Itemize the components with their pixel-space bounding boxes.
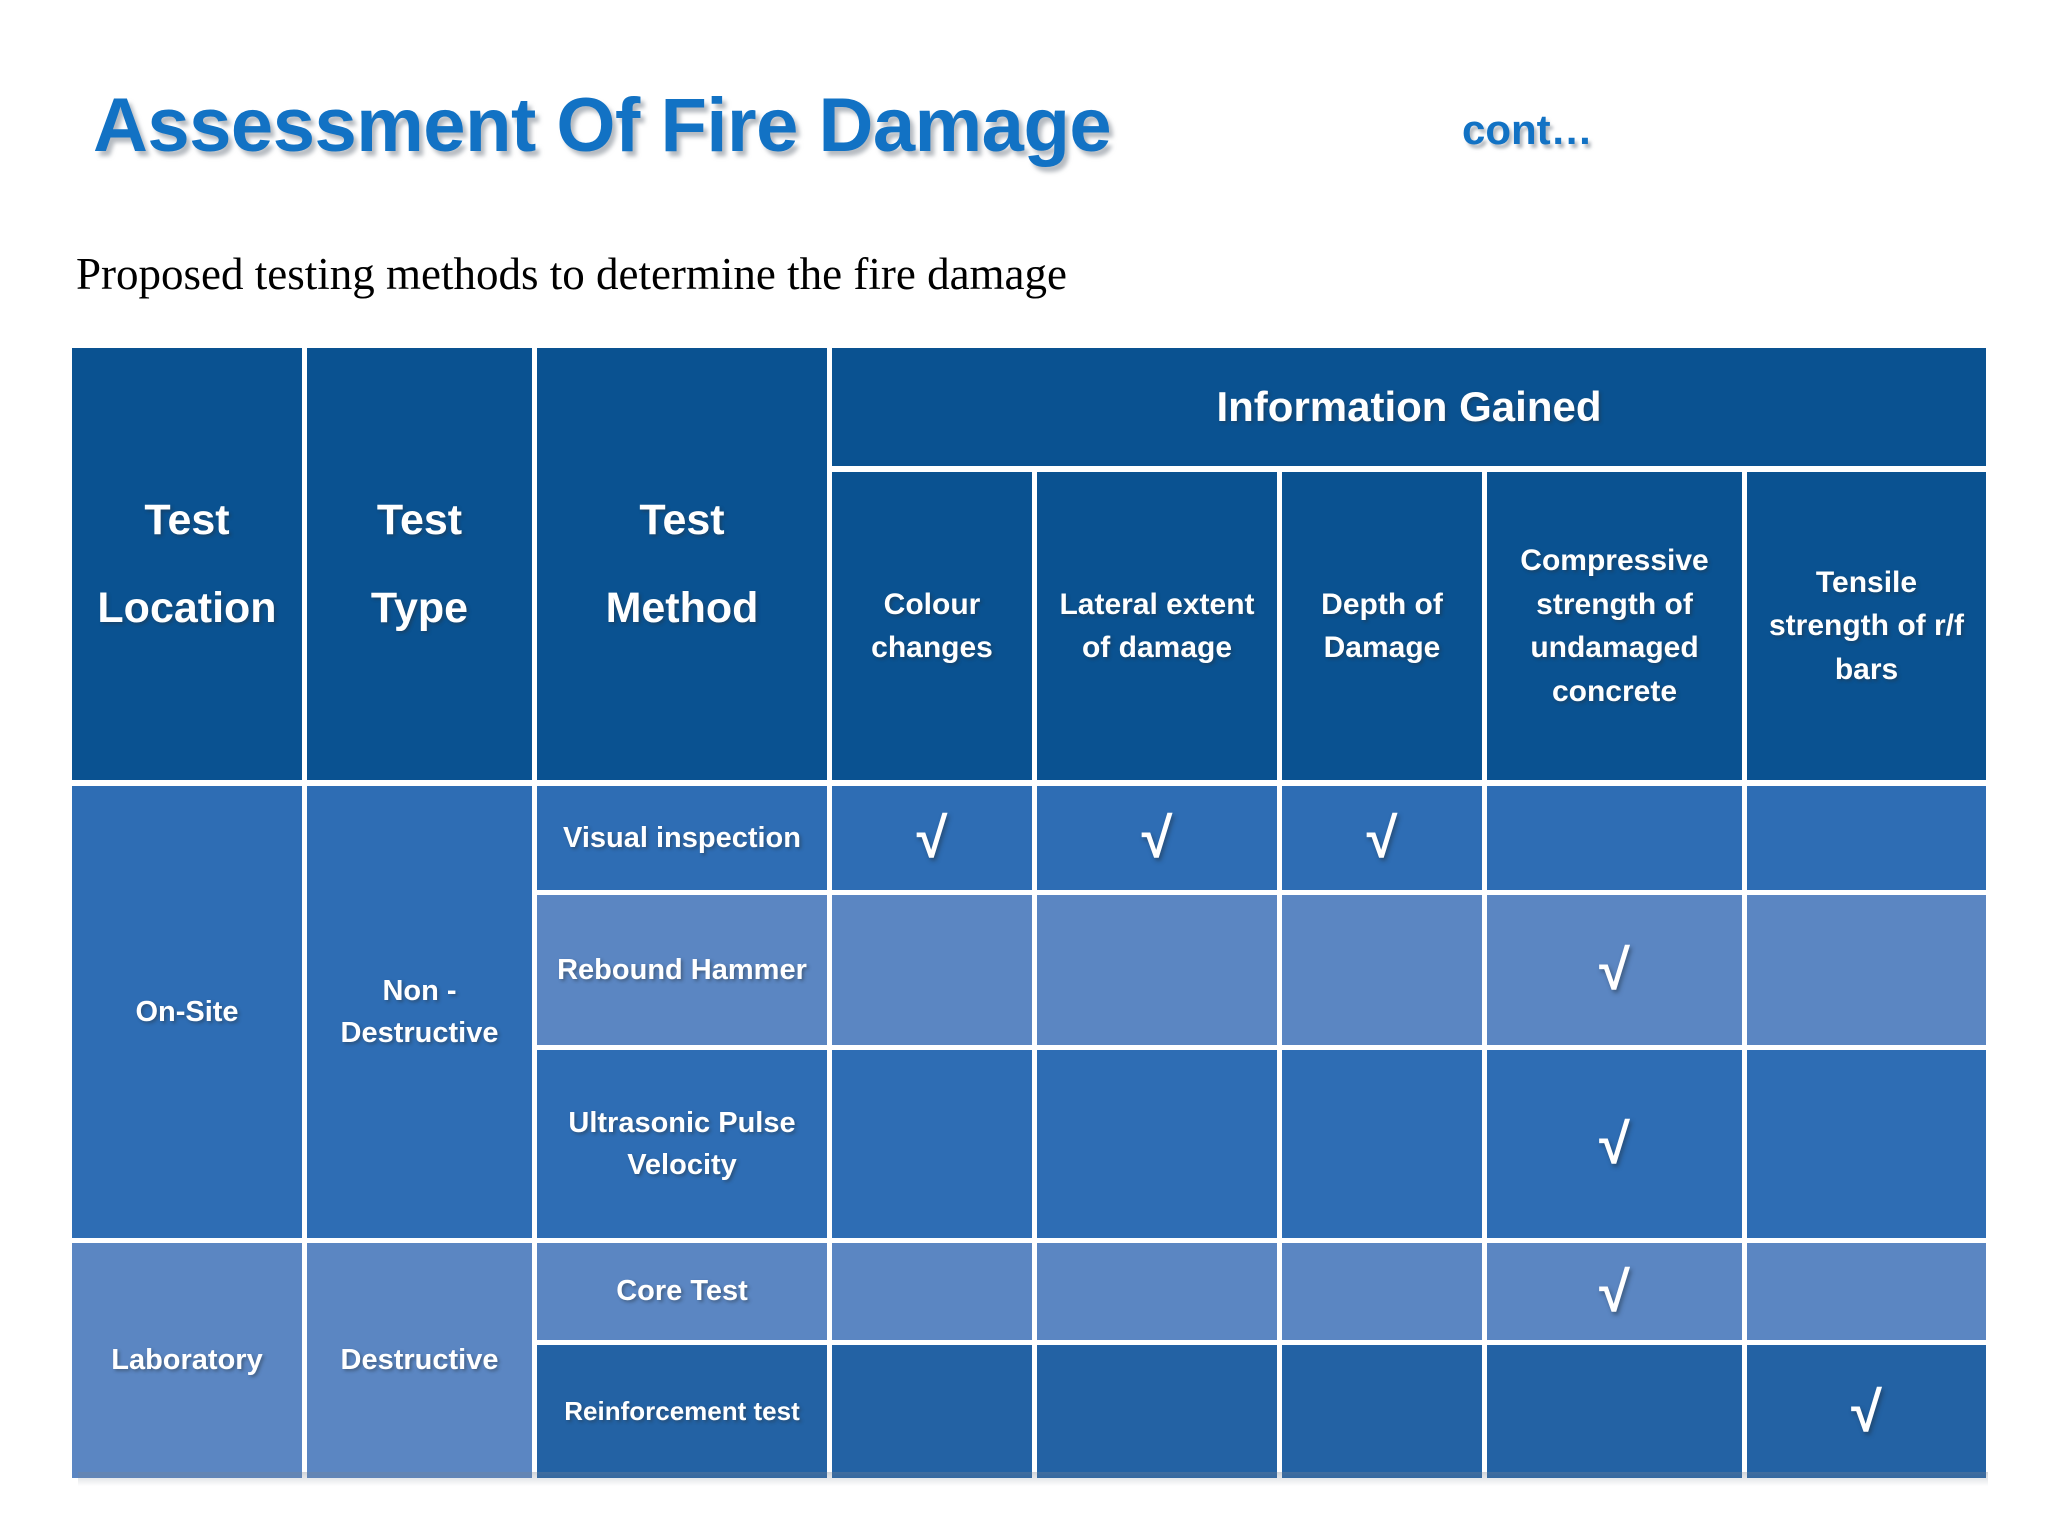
table-cell-r2c4: √ (1487, 895, 1742, 1045)
cell-location-laboratory: Laboratory (72, 1243, 302, 1478)
table-cell-r3c4: √ (1487, 1050, 1742, 1238)
check-icon: √ (1599, 938, 1630, 1001)
table-cell-r4c3 (1282, 1243, 1482, 1340)
header-sub-depth-of-damage: Depth of Damage (1282, 472, 1482, 780)
header-test-method-line1: Test (639, 495, 725, 544)
cell-type-destructive: Destructive (307, 1243, 532, 1478)
table-cell-r3c5 (1747, 1050, 1986, 1238)
table-cell-r3c2 (1037, 1050, 1277, 1238)
table-cell-r2c2 (1037, 895, 1277, 1045)
table-cell-r5c2 (1037, 1345, 1277, 1478)
table-drop-shadow (78, 1472, 1988, 1486)
header-test-method: Test Method (537, 348, 827, 780)
header-test-location-line2: Location (97, 584, 277, 632)
table-cell-r2c5 (1747, 895, 1986, 1045)
table-cell-r2c1 (832, 895, 1032, 1045)
title-continuation-label: cont… (1462, 106, 1593, 153)
table-cell-r5c4 (1487, 1345, 1742, 1478)
header-test-type-line2: Type (370, 584, 469, 632)
check-icon: √ (1851, 1379, 1882, 1443)
table-cell-r4c2 (1037, 1243, 1277, 1340)
table-cell-r1c4 (1487, 786, 1742, 890)
page-title: Assessment Of Fire Damage (93, 83, 1112, 168)
header-sub-colour-changes: Colour changes (832, 472, 1032, 780)
header-test-type: Test Type (307, 348, 532, 780)
table-cell-r3c1 (832, 1050, 1032, 1238)
table-cell-r1c3: √ (1282, 786, 1482, 890)
header-sub-lateral-extent: Lateral extent of damage (1037, 472, 1277, 780)
cell-type-non-destructive: Non - Destructive (307, 786, 532, 1238)
header-test-type-line1: Test (376, 495, 463, 544)
title-bar: Assessment Of Fire Damage cont… (0, 82, 2048, 192)
table-row-method-visual-inspection: Visual inspection (537, 786, 827, 890)
check-icon: √ (1599, 1112, 1630, 1175)
table-cell-r1c2: √ (1037, 786, 1277, 890)
table-cell-r2c3 (1282, 895, 1482, 1045)
table-row-method-core-test: Core Test (537, 1243, 827, 1340)
table-cell-r1c5 (1747, 786, 1986, 890)
table-cell-r5c1 (832, 1345, 1032, 1478)
table-row-method-ultrasonic-pulse-velocity: Ultrasonic Pulse Velocity (537, 1050, 827, 1238)
header-test-location-line1: Test (144, 495, 230, 544)
header-information-gained: Information Gained (832, 348, 1986, 466)
table-cell-r4c1 (832, 1243, 1032, 1340)
table-cell-r4c5 (1747, 1243, 1986, 1340)
check-icon: √ (916, 806, 948, 869)
table-cell-r5c3 (1282, 1345, 1482, 1478)
testing-methods-table: Test Location Test Type Test Method Info… (72, 348, 1986, 1478)
table-cell-r4c4: √ (1487, 1243, 1742, 1340)
table-cell-r3c3 (1282, 1050, 1482, 1238)
check-icon: √ (1141, 806, 1173, 869)
subtitle: Proposed testing methods to determine th… (76, 249, 1067, 299)
header-test-method-line2: Method (605, 584, 759, 632)
check-icon: √ (1599, 1259, 1630, 1323)
table-row-method-rebound-hammer: Rebound Hammer (537, 895, 827, 1045)
table-cell-r1c1: √ (832, 786, 1032, 890)
header-sub-tensile-strength: Tensile strength of r/f bars (1747, 472, 1986, 780)
check-icon: √ (1366, 806, 1398, 869)
header-test-location: Test Location (72, 348, 302, 780)
table-cell-r5c5: √ (1747, 1345, 1986, 1478)
table-row-method-reinforcement-test: Reinforcement test (537, 1345, 827, 1478)
cell-location-on-site: On-Site (72, 786, 302, 1238)
header-sub-compressive-strength: Compressive strength of undamaged concre… (1487, 472, 1742, 780)
